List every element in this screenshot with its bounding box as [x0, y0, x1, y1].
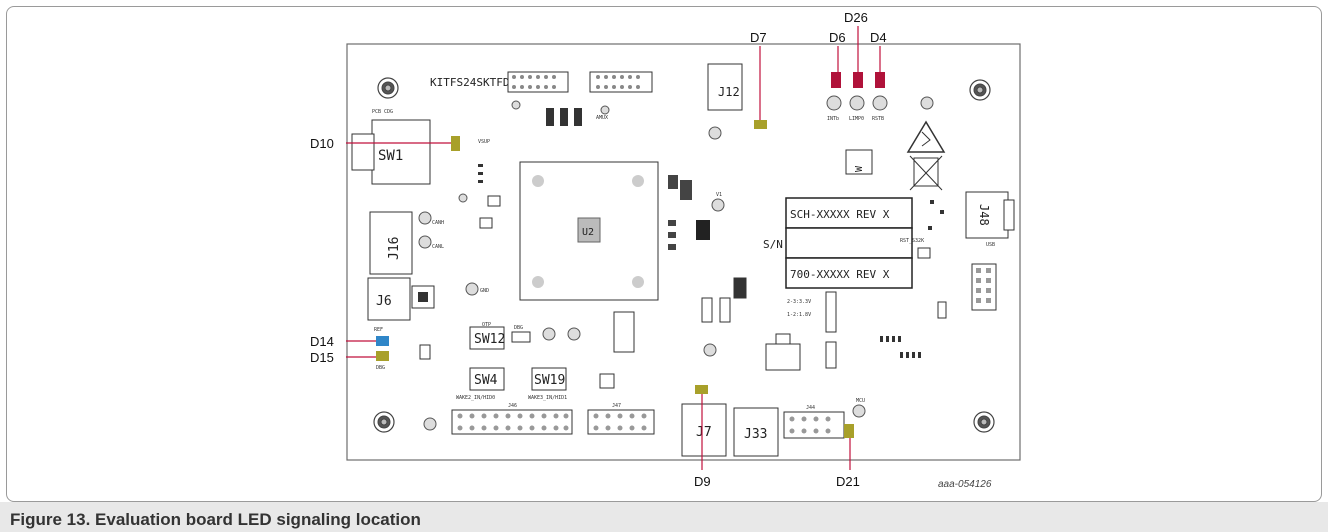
svg-text:SW12: SW12 [474, 332, 505, 347]
svg-text:U2: U2 [582, 227, 594, 238]
figure-code: aaa-054126 [938, 479, 992, 490]
svg-text:RSTB: RSTB [872, 116, 884, 122]
svg-text:REF: REF [374, 327, 383, 333]
ic-package: U2 [519, 161, 659, 301]
svg-text:OTP: OTP [482, 322, 491, 328]
svg-text:SW4: SW4 [474, 373, 498, 388]
caption-bar [0, 502, 1328, 532]
svg-text:J12: J12 [718, 85, 740, 99]
svg-text:J6: J6 [376, 294, 392, 309]
svg-text:J48: J48 [977, 204, 991, 226]
svg-text:J47: J47 [612, 403, 621, 409]
led-label-d6: D6 [829, 30, 846, 45]
svg-text:VSUP: VSUP [478, 139, 490, 145]
headers-mid-right [701, 277, 837, 369]
svg-text:PCB CDG: PCB CDG [372, 109, 393, 115]
svg-text:INTb: INTb [827, 116, 839, 122]
svg-text:V1: V1 [716, 192, 722, 198]
esd-warning-icon [906, 120, 946, 153]
led-d15: D15 DBG [310, 350, 389, 371]
svg-text:CANH: CANH [432, 220, 444, 226]
svg-text:J33: J33 [744, 427, 767, 442]
led-d6: D6 [829, 30, 846, 88]
svg-text:RST_S32K: RST_S32K [900, 238, 924, 244]
header-right [971, 263, 997, 311]
connector-j7: J7 [681, 403, 727, 457]
svg-text:700-XXXXX REV X: 700-XXXXX REV X [790, 268, 890, 281]
svg-text:MCU: MCU [856, 398, 865, 404]
led-d9: D9 [694, 385, 711, 489]
label-stickers: SCH-XXXXX REV X S/N 700-XXXXX REV X [763, 197, 913, 289]
svg-text:SW1: SW1 [378, 148, 403, 164]
svg-text:W: W [854, 165, 865, 172]
small-components-top [546, 108, 582, 126]
svg-text:SW19: SW19 [534, 373, 565, 388]
switch-sw9: W [845, 149, 873, 175]
testpoints-left [418, 96, 934, 431]
svg-text:J46: J46 [508, 403, 517, 409]
led-label-d4: D4 [870, 30, 887, 45]
figure-caption: Figure 13. Evaluation board LED signalin… [10, 510, 421, 529]
connector-j48: J48 USB [965, 191, 1015, 248]
svg-text:GND: GND [480, 288, 489, 294]
led-d14: D14 REF [310, 327, 389, 349]
components-mid [599, 175, 710, 389]
mounting-holes [373, 77, 995, 433]
led-d4: D4 [870, 30, 887, 88]
svg-text:LIMP0: LIMP0 [849, 116, 864, 122]
led-d10: D10 [310, 136, 460, 151]
led-label-d15: D15 [310, 350, 334, 365]
svg-text:WAKE3_IN/HID1: WAKE3_IN/HID1 [528, 395, 567, 401]
led-label-d26: D26 [844, 10, 868, 25]
svg-text:SCH-XXXXX REV X: SCH-XXXXX REV X [790, 208, 890, 221]
svg-text:S/N: S/N [763, 238, 783, 251]
connector-j44: J44 [783, 405, 845, 439]
svg-text:DBG: DBG [376, 365, 385, 371]
weee-bin-icon [909, 155, 943, 191]
led-label-d10: D10 [310, 136, 334, 151]
led-d7: D7 [750, 30, 767, 129]
connector-j16: J16 [369, 211, 413, 275]
reset-switch [917, 247, 931, 259]
testpoints-top-right [826, 95, 888, 111]
svg-text:USB: USB [986, 242, 995, 248]
svg-text:WAKE2_IN/HID0: WAKE2_IN/HID0 [456, 395, 495, 401]
passives [419, 164, 947, 360]
connector-j47: J47 [587, 403, 655, 435]
board-diagram: KITFS24SKTFDMEVM SW1 PCB CDG J16 J6 CANH… [310, 10, 1021, 490]
svg-text:J44: J44 [806, 405, 815, 411]
regulator-u11 [765, 333, 801, 371]
switch-sw19: SW19 [531, 367, 567, 391]
led-d26: D26 [844, 10, 868, 88]
svg-text:J16: J16 [387, 237, 402, 260]
connector-j6: J6 [367, 277, 435, 321]
svg-text:AMUX: AMUX [596, 115, 608, 121]
led-label-d14: D14 [310, 334, 334, 349]
led-label-d9: D9 [694, 474, 711, 489]
switch-sw12: SW12 OTP DBG [469, 322, 531, 350]
switch-sw4: SW4 [469, 367, 505, 391]
svg-text:2-3:3.3V: 2-3:3.3V [787, 299, 811, 305]
svg-text:CANL: CANL [432, 244, 444, 250]
switch-sw1: SW1 PCB CDG [351, 109, 431, 185]
connector-j46: J46 [451, 403, 573, 435]
led-label-d21: D21 [836, 474, 860, 489]
led-d21: D21 MCU [836, 398, 865, 489]
connector-j33: J33 [733, 407, 779, 457]
svg-text:J7: J7 [696, 425, 712, 440]
led-label-d7: D7 [750, 30, 767, 45]
header-top-pins [512, 75, 640, 89]
svg-text:DBG: DBG [514, 325, 523, 331]
svg-text:1-2:1.8V: 1-2:1.8V [787, 312, 811, 318]
